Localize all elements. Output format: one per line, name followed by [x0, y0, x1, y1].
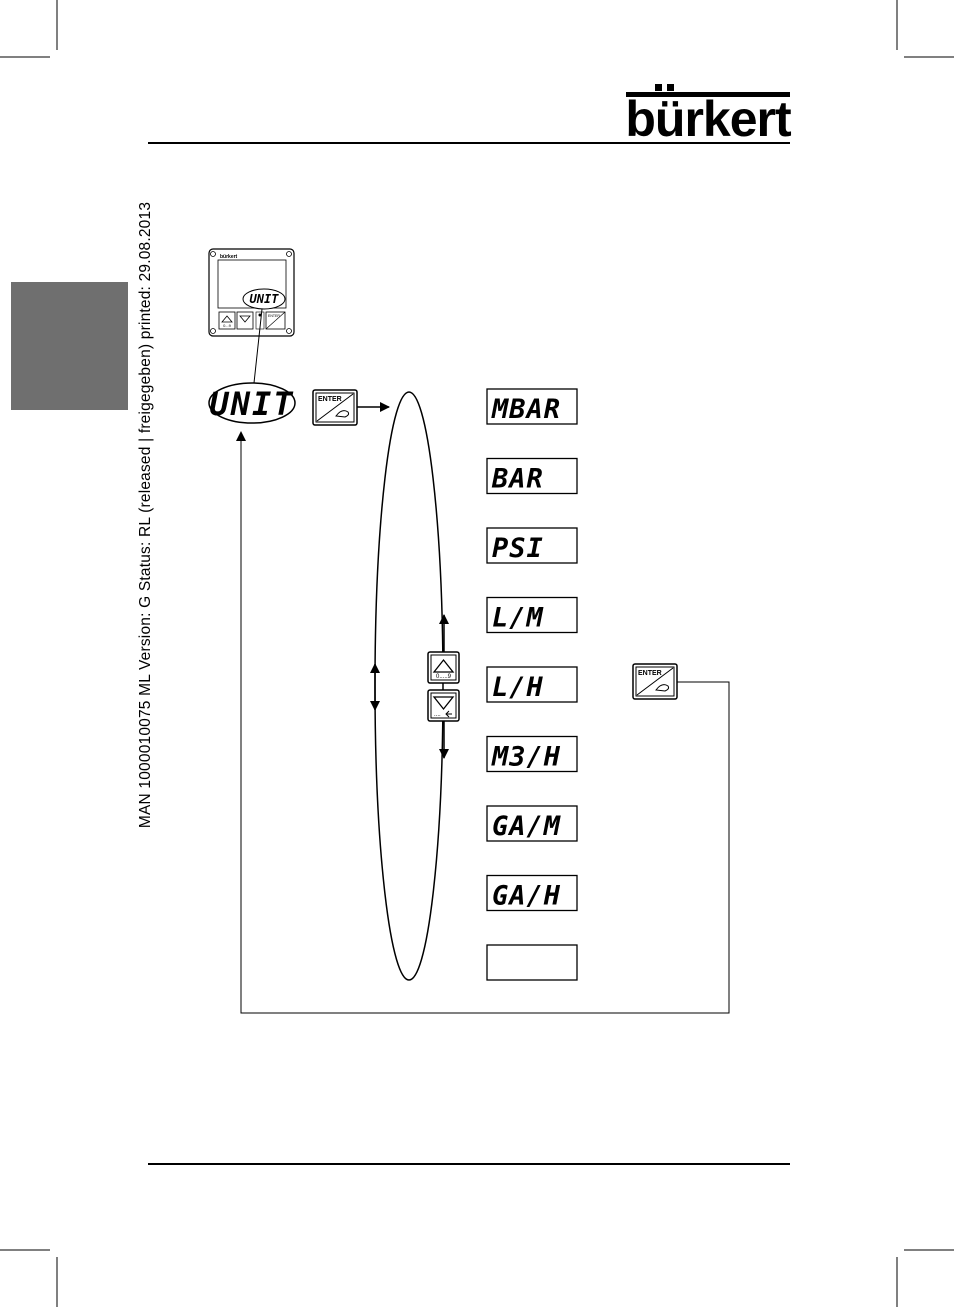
unit-option: L/M — [487, 598, 577, 634]
svg-text:ENTER: ENTER — [318, 396, 342, 403]
device-front-panel: bürkert UNIT 0...9 ENTER — [209, 249, 294, 336]
down-key: .... — [428, 690, 459, 721]
up-key: 0.....9 — [428, 652, 459, 683]
return-path — [241, 432, 729, 1013]
unit-option: GA/H — [487, 876, 577, 912]
unit-option: MBAR — [487, 389, 577, 425]
unit-option: GA/M — [487, 806, 577, 842]
svg-text:bürkert: bürkert — [220, 254, 238, 260]
unit-option-label: L/M — [492, 603, 544, 634]
unit-option-label: BAR — [491, 464, 544, 495]
unit-option-frame — [487, 945, 577, 980]
svg-text:ENTER: ENTER — [638, 670, 662, 677]
unit-option: BAR — [487, 459, 577, 495]
svg-text:0...9: 0...9 — [223, 323, 232, 328]
unit-option-label: GA/M — [492, 811, 561, 842]
svg-text:ENTER: ENTER — [268, 314, 280, 318]
enter-key-open: ENTER — [313, 390, 357, 425]
unit-option-label: M3/H — [491, 742, 561, 773]
svg-text:0.....9: 0.....9 — [436, 674, 452, 680]
burkert-logo: bürkert — [625, 84, 792, 147]
svg-text:bürkert: bürkert — [625, 91, 792, 147]
unit-option-label: MBAR — [491, 394, 561, 425]
unit-option-label: GA/H — [492, 881, 561, 912]
selection-loop — [375, 392, 443, 980]
unit-menu-entry: UNIT — [209, 383, 295, 423]
unit-option — [487, 945, 577, 980]
unit-option: M3/H — [487, 737, 577, 773]
unit-option: L/H — [487, 667, 577, 703]
unit-option-label: PSI — [492, 533, 544, 564]
unit-option-label: L/H — [492, 672, 544, 703]
unit-display-list: MBAR BAR PSI L/M L/H M3/H GA/M GA/H — [487, 389, 577, 980]
enter-key-confirm: ENTER — [633, 664, 677, 699]
svg-text:....: .... — [434, 712, 441, 718]
unit-option: PSI — [487, 528, 577, 564]
device-down-key — [237, 312, 253, 329]
svg-text:UNIT: UNIT — [250, 292, 280, 306]
svg-text:UNIT: UNIT — [209, 385, 294, 423]
